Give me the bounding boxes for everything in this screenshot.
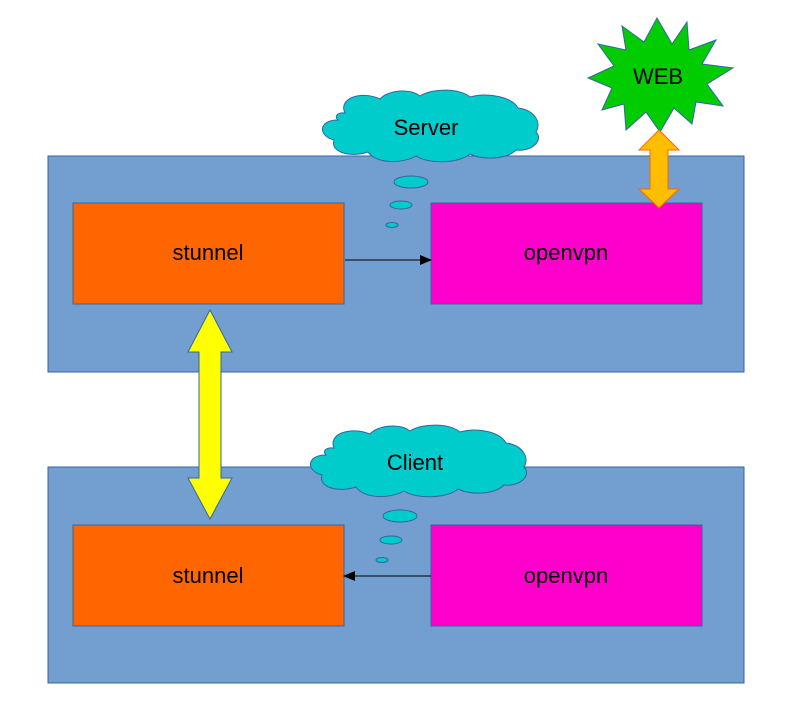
client-stunnel-label: stunnel [173,563,244,588]
client-openvpn-label: openvpn [524,563,608,588]
server-thought-bubble-medium [389,200,413,210]
client-callout: Client [310,424,527,563]
server-stunnel-box [72,202,345,305]
client-thought-bubble-medium [379,535,403,545]
server-cloud-shape [322,89,539,163]
server-callout: Server [322,89,539,228]
client-thought-bubble-large [382,509,418,523]
server-openvpn-label: openvpn [524,240,608,265]
server-thought-bubble-large [393,175,429,189]
server-stunnel-label: stunnel [173,240,244,265]
web-double-arrow [637,129,681,209]
server-callout-label: Server [394,115,459,140]
client-openvpn-box [430,524,703,627]
client-callout-label: Client [387,450,443,475]
client-cloud-shape [310,424,527,498]
client-thought-bubble-small [375,557,389,563]
web-label: WEB [633,64,683,89]
server-openvpn-box [430,202,703,305]
tunnel-double-arrow [187,308,233,521]
server-thought-bubble-small [385,222,399,228]
